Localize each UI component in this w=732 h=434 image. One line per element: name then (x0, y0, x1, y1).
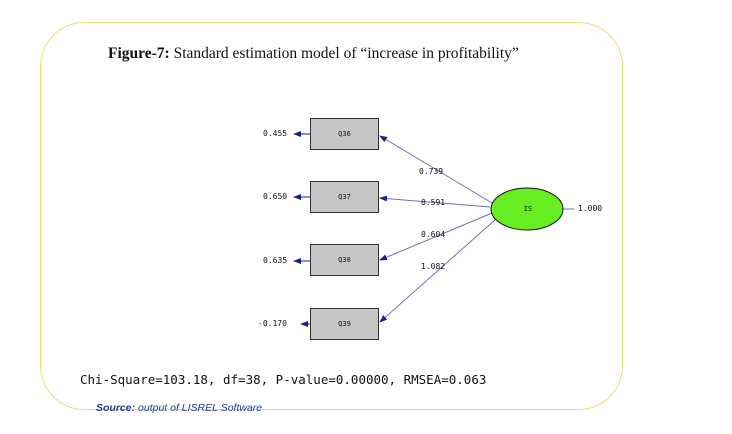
figure-caption: Standard estimation model of “increase i… (169, 45, 519, 62)
figure-title: Figure-7: Standard estimation model of “… (108, 45, 628, 63)
loading-label-q38: 0.604 (421, 230, 446, 239)
loading-label-q39: 1.082 (421, 262, 446, 271)
error-label-q36: 0.455 (263, 129, 288, 138)
indicator-name: Q37 (338, 193, 351, 201)
indicator-name: Q38 (338, 256, 351, 264)
loading-label-q36: 0.739 (419, 167, 444, 176)
indicator-name: Q36 (338, 130, 351, 138)
source-label: Source: (96, 402, 136, 414)
latent-is-ellipse (490, 187, 564, 231)
path-is-q38 (379, 212, 493, 261)
loading-label-q37: 0.591 (421, 198, 446, 207)
latent-name: IS (523, 205, 533, 213)
error-label-q37: 0.650 (263, 192, 288, 201)
source-text: output of LISREL Software (135, 402, 263, 414)
source-note: Source: output of LISREL Software (96, 402, 262, 414)
indicator-box-q37: Q37 (310, 181, 379, 213)
figure-frame (40, 22, 623, 410)
path-is-q36 (379, 135, 493, 204)
fit-statistics: Chi-Square=103.18, df=38, P-value=0.0000… (80, 372, 487, 387)
indicator-box-q39: Q39 (310, 308, 379, 340)
path-is-q39 (379, 218, 497, 323)
error-label-q39: -0.170 (258, 319, 287, 328)
path-is-q37 (379, 195, 491, 208)
latent-variance-label: 1.000 (578, 204, 603, 213)
indicator-box-q36: Q36 (310, 118, 379, 150)
error-label-q38: 0.635 (263, 256, 288, 265)
indicator-name: Q39 (338, 320, 351, 328)
figure-label: Figure-7: (108, 45, 170, 62)
indicator-box-q38: Q38 (310, 244, 379, 276)
